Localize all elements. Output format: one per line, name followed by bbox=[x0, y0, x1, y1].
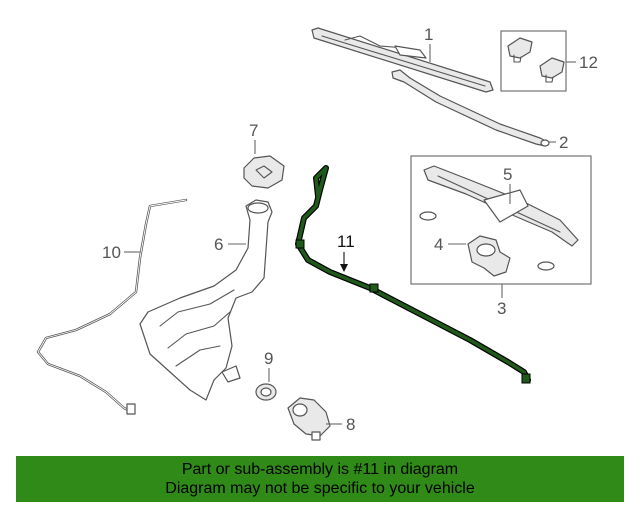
leader-arrow-11 bbox=[340, 264, 348, 272]
reservoir-cap-part[interactable] bbox=[243, 155, 285, 189]
callout-11: 11 bbox=[337, 232, 355, 251]
callout-5: 5 bbox=[503, 165, 512, 184]
callout-9: 9 bbox=[264, 349, 273, 368]
washer-pump-part[interactable] bbox=[287, 397, 331, 441]
callout-3: 3 bbox=[497, 299, 506, 318]
wiper-linkage-part[interactable] bbox=[419, 165, 579, 271]
grommet-part[interactable] bbox=[255, 383, 277, 401]
wiper-arm-part[interactable] bbox=[391, 69, 550, 147]
parts-diagram: 1 2 12 5 4 3 7 bbox=[36, 25, 598, 441]
wiper-blade-part[interactable] bbox=[311, 27, 494, 93]
washer-hose-part[interactable] bbox=[36, 198, 188, 415]
washer-reservoir-part[interactable] bbox=[139, 199, 273, 401]
callout-6: 6 bbox=[214, 235, 223, 254]
banner-line-2: Diagram may not be specific to your vehi… bbox=[165, 480, 475, 497]
callout-10: 10 bbox=[102, 243, 121, 262]
callout-12: 12 bbox=[579, 53, 598, 72]
callout-7: 7 bbox=[249, 121, 258, 140]
banner-line-1: Part or sub-assembly is #11 in diagram bbox=[181, 461, 459, 478]
wiper-motor-part[interactable] bbox=[467, 235, 511, 277]
callout-8: 8 bbox=[346, 415, 355, 434]
highlighted-washer-hose-part[interactable] bbox=[295, 165, 531, 384]
washer-hose-11 bbox=[296, 166, 530, 382]
callout-1: 1 bbox=[424, 25, 433, 44]
callout-4: 4 bbox=[434, 235, 443, 254]
info-banner: Part or sub-assembly is #11 in diagram D… bbox=[16, 456, 624, 502]
callout-2: 2 bbox=[559, 133, 568, 152]
washer-nozzle-part[interactable] bbox=[507, 37, 565, 83]
